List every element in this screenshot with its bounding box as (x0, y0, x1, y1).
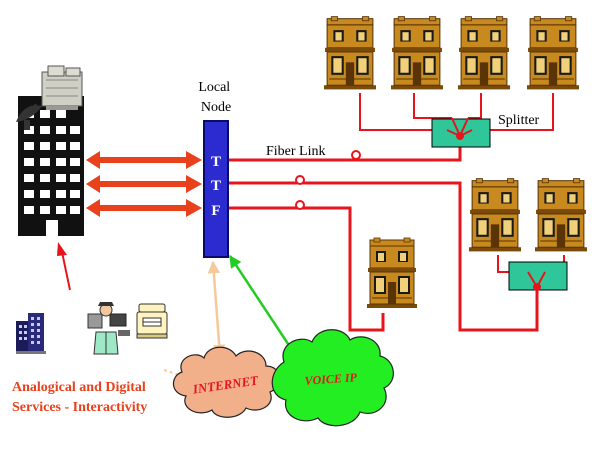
ttf-label-1: T (211, 154, 221, 170)
ttf-label-3: F (211, 203, 220, 219)
fiber-link-middle (228, 181, 539, 332)
local-node: T T F (203, 120, 229, 258)
services-label-line1: Analogical and Digital (12, 380, 146, 395)
house-icon (391, 16, 443, 90)
voip-label: VOICE IP (304, 370, 358, 388)
fiber-link-label: Fiber Link (266, 144, 326, 159)
services-label-line2: Services - Interactivity (12, 400, 147, 415)
person-at-computer-icon (87, 302, 130, 355)
house-icon (458, 16, 510, 90)
splitter-top (431, 117, 491, 148)
fiber-connectors (295, 150, 361, 210)
internet-cloud: INTERNET (172, 346, 280, 418)
house-icon (367, 237, 417, 309)
small-building-icon (16, 313, 46, 354)
splitter-label: Splitter (498, 113, 540, 128)
splitter-branches-top (359, 93, 554, 131)
house-icon (324, 16, 376, 90)
house-icon (527, 16, 579, 90)
fiber-link-bottom (228, 206, 385, 332)
internet-link (207, 260, 226, 358)
house-icon (535, 178, 587, 252)
ttf-label-2: T (211, 178, 221, 194)
satellite-dish-icon (16, 103, 42, 130)
services-internet-link (163, 369, 189, 379)
fiber-link-top (228, 136, 462, 162)
printer-icon (136, 303, 168, 339)
voip-cloud: VOICE IP (271, 329, 394, 427)
splitter-right (508, 261, 568, 291)
local-node-label: Local Node (198, 80, 233, 115)
server-rack-icon (41, 65, 83, 110)
building-node-arrows (86, 151, 202, 217)
house-icon (469, 178, 521, 252)
services-arrow (57, 242, 71, 291)
